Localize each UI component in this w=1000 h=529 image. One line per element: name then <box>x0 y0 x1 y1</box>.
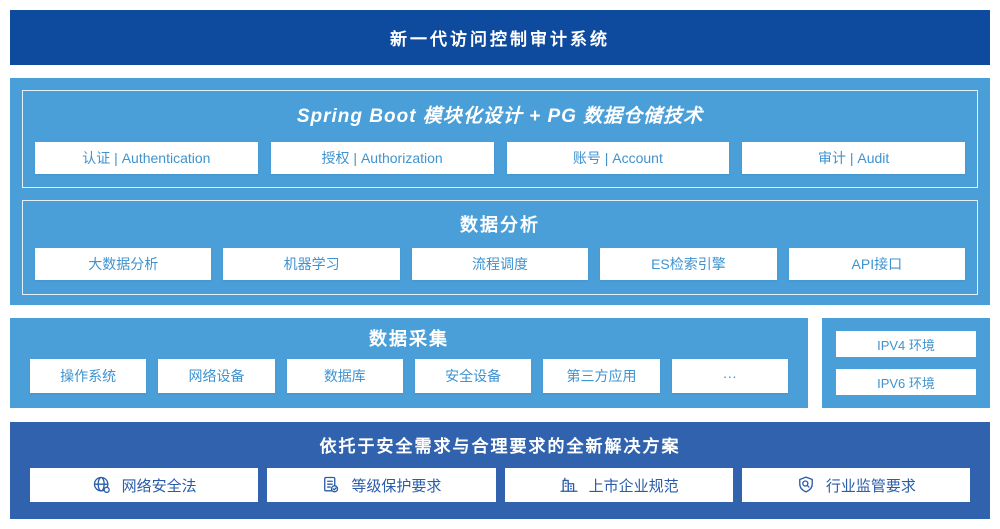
data-analysis-row: 大数据分析 机器学习 流程调度 ES检索引擎 API接口 <box>35 248 966 280</box>
solution-title: 依托于安全需求与合理要求的全新解决方案 <box>319 437 681 456</box>
solution-cybersecurity-law: 网络安全法 <box>30 468 259 502</box>
document-check-icon <box>321 475 341 495</box>
middle-row: 数据采集 操作系统 网络设备 数据库 安全设备 第三方应用 ··· IPV4 环… <box>10 318 990 408</box>
analysis-bigdata: 大数据分析 <box>35 248 212 280</box>
solution-item-label: 等级保护要求 <box>351 477 442 495</box>
system-title: 新一代访问控制审计系统 <box>390 30 610 49</box>
analysis-es-search: ES检索引擎 <box>600 248 777 280</box>
data-analysis-box: 数据分析 大数据分析 机器学习 流程调度 ES检索引擎 API接口 <box>22 200 978 295</box>
environments-section: IPV4 环境 IPV6 环境 <box>822 318 990 408</box>
solution-item-label: 网络安全法 <box>121 477 197 495</box>
platform-section: Spring Boot 模块化设计 + PG 数据仓储技术 认证 | Authe… <box>10 78 990 305</box>
shield-search-icon <box>796 475 816 495</box>
analysis-api: API接口 <box>788 248 966 280</box>
solution-item-label: 上市企业规范 <box>588 477 679 495</box>
env-ipv6: IPV6 环境 <box>836 369 976 395</box>
env-ipv4: IPV4 环境 <box>836 331 976 357</box>
collection-network-device: 网络设备 <box>158 359 275 393</box>
solution-classified-protection: 等级保护要求 <box>267 468 496 502</box>
platform-module-row: 认证 | Authentication 授权 | Authorization 账… <box>35 142 965 174</box>
solution-section: 依托于安全需求与合理要求的全新解决方案 网络安全法 <box>10 422 990 519</box>
module-audit: 审计 | Audit <box>742 142 965 174</box>
data-collection-row: 操作系统 网络设备 数据库 安全设备 第三方应用 ··· <box>30 359 788 393</box>
solution-row: 网络安全法 等级保护要求 <box>30 468 970 502</box>
solution-listed-company: 上市企业规范 <box>504 468 733 502</box>
solution-item-label: 行业监管要求 <box>825 477 916 495</box>
collection-ellipsis: ··· <box>671 359 788 393</box>
analysis-machine-learning: 机器学习 <box>223 248 400 280</box>
module-account: 账号 | Account <box>506 142 730 174</box>
analysis-workflow: 流程调度 <box>411 248 589 280</box>
platform-architecture-title: Spring Boot 模块化设计 + PG 数据仓储技术 <box>296 106 704 127</box>
module-authentication: 认证 | Authentication <box>35 142 258 174</box>
collection-security-device: 安全设备 <box>414 359 532 393</box>
module-authorization: 授权 | Authorization <box>270 142 494 174</box>
data-analysis-title: 数据分析 <box>460 215 540 235</box>
building-icon <box>559 475 579 495</box>
data-collection-section: 数据采集 操作系统 网络设备 数据库 安全设备 第三方应用 ··· <box>10 318 808 408</box>
collection-database: 数据库 <box>286 359 403 393</box>
solution-industry-regulation: 行业监管要求 <box>741 468 970 502</box>
system-title-banner: 新一代访问控制审计系统 <box>10 10 990 65</box>
collection-os: 操作系统 <box>30 359 147 393</box>
globe-icon <box>92 475 112 495</box>
platform-architecture-box: Spring Boot 模块化设计 + PG 数据仓储技术 认证 | Authe… <box>22 90 978 188</box>
collection-third-party: 第三方应用 <box>543 359 660 393</box>
data-collection-title: 数据采集 <box>369 329 449 349</box>
